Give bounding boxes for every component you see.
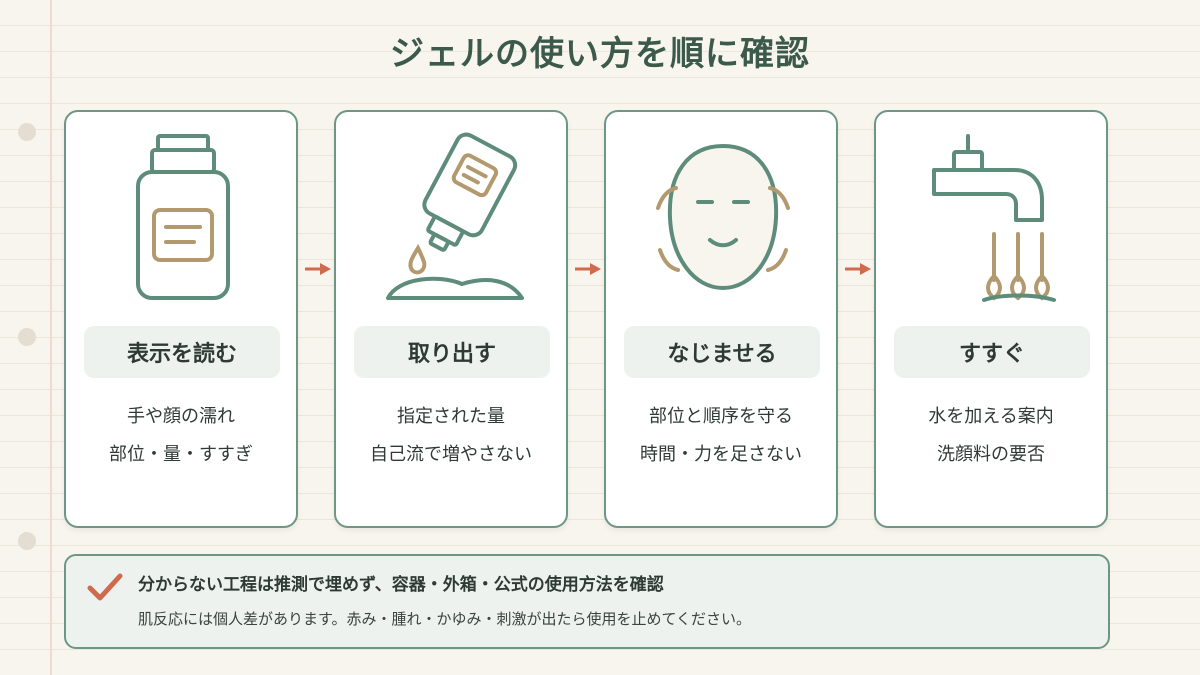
- step-label: すすぐ: [894, 326, 1090, 378]
- notebook-margin-line: [50, 0, 52, 675]
- note-main-text: 分からない工程は推測で埋めず、容器・外箱・公式の使用方法を確認: [138, 575, 664, 595]
- arrow-right-icon: [305, 263, 331, 275]
- bottle-icon: [136, 134, 230, 300]
- step-card-blend: なじませる 部位と順序を守る 時間・力を足さない: [604, 110, 838, 528]
- step-description-line: 手や顔の濡れ: [127, 406, 235, 427]
- step-label: なじませる: [624, 326, 820, 378]
- step-description-line: 部位と順序を守る: [649, 406, 793, 427]
- arrow-right-icon: [575, 263, 601, 275]
- note-sub-text: 肌反応には個人差があります。赤み・腫れ・かゆみ・刺激が出たら使用を止めてください…: [138, 610, 752, 628]
- notebook-hole: [18, 328, 36, 346]
- arrow-right-icon: [845, 263, 871, 275]
- step-description-line: 部位・量・すすぎ: [109, 444, 253, 465]
- faucet-icon: [932, 134, 1056, 302]
- step-description-line: 時間・力を足さない: [640, 444, 802, 465]
- caution-note: 分からない工程は推測で埋めず、容器・外箱・公式の使用方法を確認 肌反応には個人差…: [64, 554, 1110, 649]
- step-card-dispense: 取り出す 指定された量 自己流で増やさない: [334, 110, 568, 528]
- notebook-hole: [18, 532, 36, 550]
- step-card-rinse: すすぐ 水を加える案内 洗顔料の要否: [874, 110, 1108, 528]
- step-card-read-label: 表示を読む 手や顔の濡れ 部位・量・すすぎ: [64, 110, 298, 528]
- page-title: ジェルの使い方を順に確認: [390, 34, 810, 74]
- step-label: 取り出す: [354, 326, 550, 378]
- step-label: 表示を読む: [84, 326, 280, 378]
- step-description-line: 指定された量: [397, 406, 505, 427]
- step-description-line: 水を加える案内: [928, 406, 1054, 427]
- step-description-line: 自己流で増やさない: [370, 444, 532, 465]
- notebook-hole: [18, 123, 36, 141]
- dispenser-icon: [386, 132, 524, 300]
- checkmark-icon: [87, 573, 123, 601]
- face-icon: [656, 143, 790, 291]
- step-description-line: 洗顔料の要否: [937, 444, 1045, 465]
